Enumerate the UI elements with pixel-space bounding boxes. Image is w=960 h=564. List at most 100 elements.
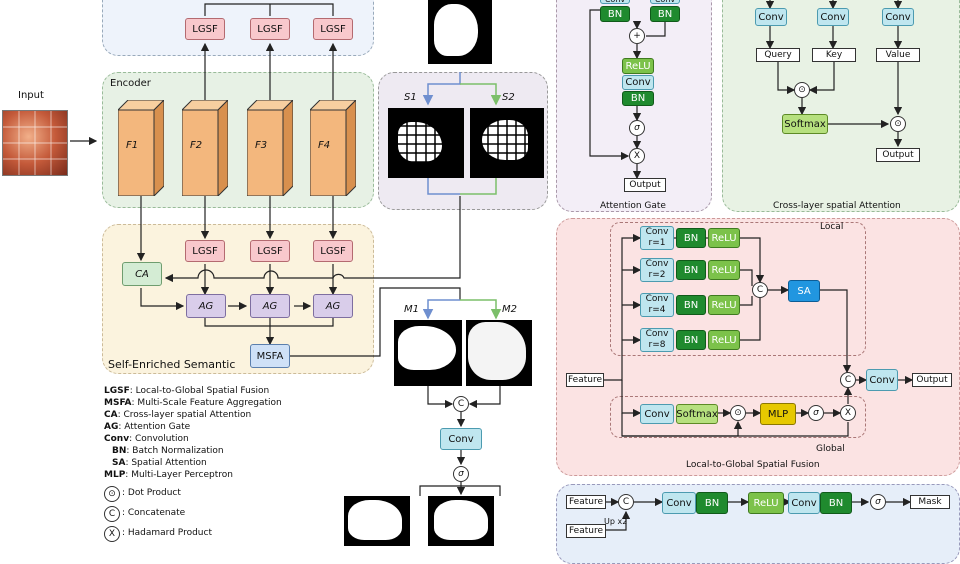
- concat-icon: C: [453, 396, 469, 412]
- legend-item-ag: AG: Attention Gate: [104, 422, 191, 432]
- lgsf-final-concat-icon: C: [840, 372, 856, 388]
- feature-cube-f2: F2: [182, 100, 228, 196]
- feature-cube-f4: F4: [310, 100, 356, 196]
- lgsf-feature-input: Feature: [566, 373, 604, 387]
- feature-label-f4: F4: [318, 140, 331, 151]
- ca-block: CA: [122, 262, 162, 286]
- sigmoid-icon: σ: [453, 466, 469, 482]
- ag-bn-1: BN: [600, 6, 630, 22]
- lgsf-hadamard-icon: X: [840, 405, 856, 421]
- cla-output: Output: [876, 148, 920, 162]
- lgsf-top-3: LGSF: [313, 18, 353, 40]
- legend-item-conv: Conv: Convolution: [104, 434, 189, 444]
- output-mask-1: [344, 496, 410, 546]
- s1-grid-map: [388, 108, 464, 178]
- ag-sigmoid-icon: σ: [629, 120, 645, 136]
- msfa-block: MSFA: [250, 344, 290, 368]
- legend-item-msfa: MSFA: Multi-Scale Feature Aggregation: [104, 398, 282, 408]
- input-label: Input: [18, 90, 44, 101]
- feature-cube-f1: F1: [118, 100, 164, 196]
- lgsf-global-softmax: Softmax: [676, 404, 718, 424]
- cla-key: Key: [812, 48, 856, 62]
- lgsf-global-dot-icon: ⊙: [730, 405, 746, 421]
- decoder-sigmoid-icon: σ: [870, 494, 886, 510]
- lgsf-global-conv: Conv: [640, 404, 674, 424]
- lgsf-relu-2: ReLU: [708, 260, 740, 280]
- lgsf-relu-4: ReLU: [708, 330, 740, 350]
- rate-r2: r=2: [648, 270, 666, 280]
- lgsf-relu-3: ReLU: [708, 295, 740, 315]
- encoder-label: Encoder: [110, 78, 151, 89]
- ag-bn-2: BN: [650, 6, 680, 22]
- decoder-feature-1: Feature: [566, 495, 606, 509]
- rate-r1: r=1: [648, 238, 666, 248]
- lgsf-top-2: LGSF: [250, 18, 290, 40]
- cla-conv-query: Conv: [755, 8, 787, 26]
- local-label: Local: [820, 222, 844, 232]
- m1-mask: [394, 320, 462, 386]
- global-branch-box: [610, 396, 866, 438]
- ag-conv-1: Conv: [600, 0, 630, 4]
- decoder-conv-1: Conv: [662, 492, 696, 514]
- ag-hadamard-icon: X: [629, 148, 645, 164]
- legend-item-mlp: MLP: Multi-Layer Perceptron: [104, 470, 233, 480]
- cla-dot-icon-2: ⊙: [890, 116, 906, 132]
- concatenate-icon: C: [104, 506, 120, 522]
- lgsf-mid-3: LGSF: [313, 240, 353, 262]
- decoder-conv-2: Conv: [788, 492, 820, 514]
- lgsf-bn-2: BN: [676, 260, 706, 280]
- ag-conv-2: Conv: [650, 0, 680, 4]
- lgsf-detail-title: Local-to-Global Spatial Fusion: [686, 460, 820, 470]
- self-enriched-label: Self-Enriched Semantic: [108, 358, 236, 371]
- ag-block-1: AG: [186, 294, 226, 318]
- output-mask-2: [428, 496, 494, 546]
- rate-r4: r=4: [648, 305, 666, 315]
- ag-block-2: AG: [250, 294, 290, 318]
- legend-hadamard: : Hadamard Product: [122, 528, 212, 538]
- ag-relu: ReLU: [622, 58, 654, 74]
- legend-item-bn: BN: Batch Normalization: [112, 446, 224, 456]
- decoder-up-label: Up x2: [604, 517, 628, 526]
- ag-block-3: AG: [313, 294, 353, 318]
- lgsf-output: Output: [912, 373, 952, 387]
- lgsf-concat-icon: C: [752, 282, 768, 298]
- decoder-feature-2: Feature: [566, 524, 606, 538]
- decoder-mask-output: Mask: [910, 495, 950, 509]
- ag-conv-3: Conv: [622, 75, 654, 90]
- decoder-bn-1: BN: [696, 492, 728, 514]
- ag-add-icon: +: [629, 28, 645, 44]
- lgsf-relu-1: ReLU: [708, 228, 740, 248]
- cla-conv-key: Conv: [817, 8, 849, 26]
- feature-cube-f3: F3: [247, 100, 293, 196]
- lgsf-sa: SA: [788, 280, 820, 302]
- legend-concatenate: : Concatenate: [122, 508, 186, 518]
- attention-gate-title: Attention Gate: [600, 201, 666, 211]
- decoder-relu: ReLU: [748, 492, 784, 514]
- input-image: [2, 110, 68, 176]
- cla-dot-icon: ⊙: [794, 82, 810, 98]
- legend-item-sa: SA: Spatial Attention: [112, 458, 207, 468]
- s1-label: S1: [404, 92, 417, 103]
- cross-layer-region: [722, 0, 960, 212]
- top-mask-image: [428, 0, 492, 64]
- feature-label-f3: F3: [255, 140, 268, 151]
- lgsf-mid-2: LGSF: [250, 240, 290, 262]
- connector-lines: [70, 0, 914, 531]
- m2-label: M2: [502, 304, 517, 315]
- feature-label-f1: F1: [126, 140, 139, 151]
- decoder-concat-icon: C: [618, 494, 634, 510]
- m1-label: M1: [404, 304, 419, 315]
- lgsf-bn-4: BN: [676, 330, 706, 350]
- lgsf-top-1: LGSF: [185, 18, 225, 40]
- decoder-bn-2: BN: [820, 492, 852, 514]
- cla-query: Query: [756, 48, 800, 62]
- lgsf-sigmoid-icon: σ: [808, 405, 824, 421]
- cla-value: Value: [876, 48, 920, 62]
- feature-label-f2: F2: [190, 140, 203, 151]
- lgsf-detail-region: [556, 218, 960, 476]
- legend-item-ca: CA: Cross-layer spatial Attention: [104, 410, 252, 420]
- cla-conv-value: Conv: [882, 8, 914, 26]
